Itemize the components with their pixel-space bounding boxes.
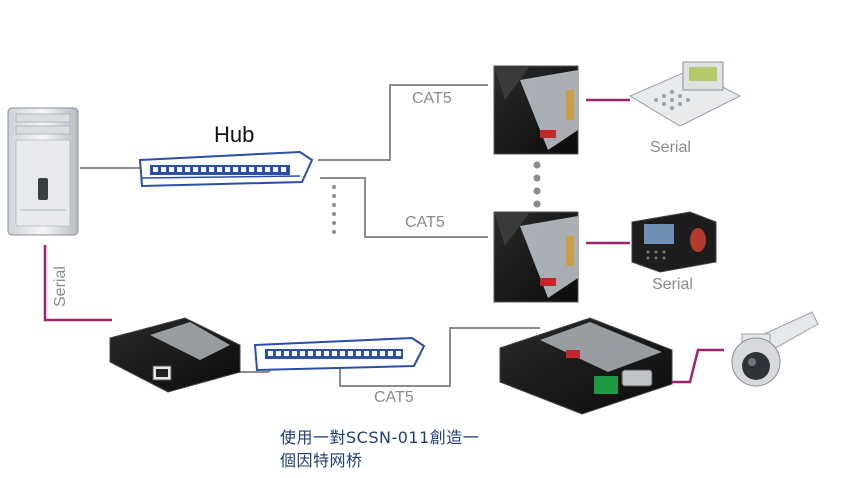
cat5-line-hub-top (318, 84, 488, 161)
serial-label-vertical: Serial (52, 266, 69, 307)
cat5-label-middle: CAT5 (405, 214, 445, 231)
serial-label-fingerprint: Serial (652, 276, 693, 293)
diagram-caption: 使用一對SCSN-011創造一 個因特网桥 (280, 426, 540, 472)
cat5-line-hub-middle (320, 177, 488, 238)
serial-label-pos: Serial (650, 139, 691, 156)
caption-line-2: 個因特网桥 (280, 451, 363, 470)
serial-line-camera (660, 348, 724, 384)
server-tower-icon (7, 107, 79, 236)
serial-device-server-icon (493, 211, 579, 303)
ethernet-hub-icon (253, 336, 426, 372)
serial-device-server-icon (499, 317, 673, 415)
ethernet-hub-icon (138, 150, 314, 188)
cat5-label-bottom: CAT5 (374, 389, 414, 406)
serial-device-server-icon (109, 317, 241, 393)
dome-camera-icon (731, 311, 819, 387)
ellipsis-dots-right (533, 161, 541, 208)
fingerprint-reader-icon (631, 211, 717, 273)
serial-device-server-icon (493, 65, 579, 155)
caption-line-1: 使用一對SCSN-011創造一 (280, 428, 480, 447)
hub-label: Hub (214, 122, 254, 147)
serial-cables (43, 98, 724, 384)
ellipsis-dots-left (332, 185, 336, 234)
serial-line-server-converter (43, 245, 112, 322)
cat5-label-top: CAT5 (412, 90, 452, 107)
pos-terminal-icon (628, 61, 742, 127)
cat5-line-hub-router (339, 327, 540, 387)
